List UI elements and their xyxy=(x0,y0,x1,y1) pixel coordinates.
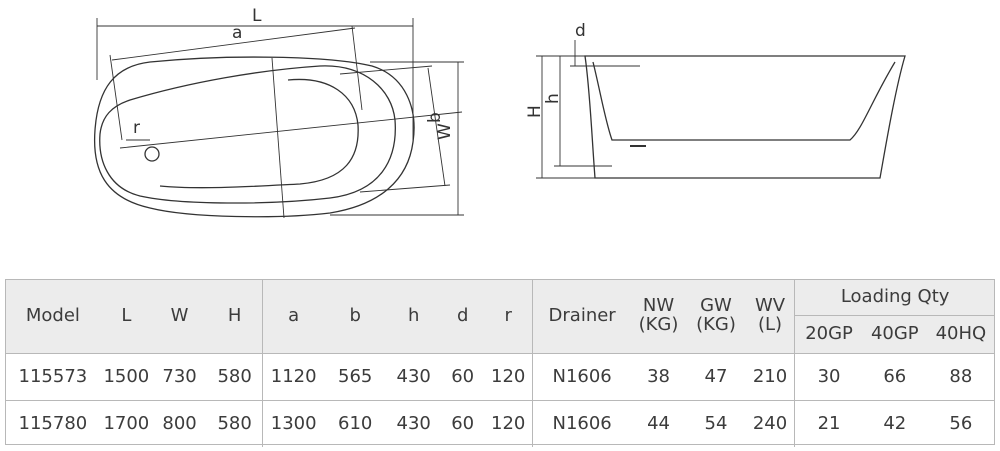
hdr-wv-unit: (L) xyxy=(757,314,783,335)
label-a: a xyxy=(232,23,242,43)
cell-L: 1700 xyxy=(100,400,152,447)
cell-drainer: N1606 xyxy=(532,353,631,401)
label-H: H xyxy=(525,105,545,118)
hdr-model: Model xyxy=(5,279,101,354)
cell-drainer: N1606 xyxy=(532,400,631,447)
cell-r: 120 xyxy=(483,353,534,401)
label-b: b xyxy=(425,112,445,123)
cell-H: 580 xyxy=(207,353,264,401)
dim-b-ext-top xyxy=(339,65,433,75)
label-h: h xyxy=(543,93,563,104)
cell-h: 430 xyxy=(386,400,442,447)
cell-40hq: 88 xyxy=(926,353,995,401)
label-L: L xyxy=(252,6,262,26)
cell-wv: 240 xyxy=(745,400,796,447)
hdr-loading-qty: Loading Qty xyxy=(794,279,995,316)
dim-a-ext-left xyxy=(109,54,123,141)
cell-h: 430 xyxy=(386,353,442,401)
hdr-40gp: 40GP xyxy=(862,315,927,354)
dim-a-line xyxy=(111,27,356,61)
cell-b: 610 xyxy=(324,400,387,447)
hdr-gw-label: GW xyxy=(700,295,732,317)
cell-20gp: 21 xyxy=(794,400,863,447)
cell-40hq: 56 xyxy=(926,400,995,447)
header-row-2: 20GP 40GP 40HQ xyxy=(5,315,995,354)
top-view-dimension-labels: L a b W r xyxy=(133,6,455,140)
cell-gw: 54 xyxy=(686,400,746,447)
tub-outer-rim xyxy=(93,56,415,218)
label-r: r xyxy=(133,118,140,138)
cell-a: 1120 xyxy=(262,353,325,401)
cell-gw: 47 xyxy=(686,353,746,401)
header-row-1: Model L W H a b h d r Drainer NW(KG) GW(… xyxy=(5,279,995,354)
axis-line-long xyxy=(119,111,463,149)
hdr-L: L xyxy=(100,279,152,354)
hdr-h: h xyxy=(386,279,442,354)
top-view xyxy=(93,18,464,219)
hdr-H: H xyxy=(207,279,264,354)
spec-table: Model L W H a b h d r Drainer NW(KG) GW(… xyxy=(5,279,995,447)
hdr-wv-label: WV xyxy=(754,295,786,317)
label-d: d xyxy=(575,21,586,41)
cell-40gp: 42 xyxy=(862,400,927,447)
technical-drawings: L a b W r d h H xyxy=(93,6,906,219)
dim-a-ext-right xyxy=(351,25,363,111)
hdr-nw: NW(KG) xyxy=(630,279,687,354)
hdr-nw-unit: (KG) xyxy=(638,314,679,335)
cell-20gp: 30 xyxy=(794,353,863,401)
hdr-r: r xyxy=(483,279,534,354)
dim-b-line xyxy=(427,67,446,187)
cell-d: 60 xyxy=(441,353,484,401)
cell-W: 800 xyxy=(151,400,208,447)
drain-hole xyxy=(144,146,160,162)
cell-d: 60 xyxy=(441,400,484,447)
hdr-W: W xyxy=(151,279,208,354)
axis-line-cross xyxy=(271,57,285,219)
side-view-dimension-labels: d h H xyxy=(525,21,586,118)
label-W: W xyxy=(435,123,455,140)
table-row: 115780 1700 800 580 1300 610 430 60 120 … xyxy=(5,400,995,447)
hdr-nw-label: NW xyxy=(642,295,675,317)
cell-40gp: 66 xyxy=(862,353,927,401)
hdr-drainer: Drainer xyxy=(532,279,631,354)
hdr-gw: GW(KG) xyxy=(686,279,746,354)
cell-nw: 38 xyxy=(630,353,687,401)
cell-W: 730 xyxy=(151,353,208,401)
dim-b-ext-bottom xyxy=(359,184,451,193)
cell-b: 565 xyxy=(324,353,387,401)
cell-r: 120 xyxy=(483,400,534,447)
table-row: 115573 1500 730 580 1120 565 430 60 120 … xyxy=(5,353,995,401)
side-view xyxy=(536,40,906,179)
side-outer-profile xyxy=(584,55,906,179)
cell-a: 1300 xyxy=(262,400,325,447)
hdr-20gp: 20GP xyxy=(794,315,863,354)
cell-wv: 210 xyxy=(745,353,796,401)
tub-inner-basin xyxy=(99,65,396,204)
side-inner-profile xyxy=(592,61,896,141)
cell-nw: 44 xyxy=(630,400,687,447)
hdr-a: a xyxy=(262,279,325,354)
hdr-d: d xyxy=(441,279,484,354)
cell-H: 580 xyxy=(207,400,264,447)
hdr-wv: WV(L) xyxy=(745,279,796,354)
hdr-gw-unit: (KG) xyxy=(696,314,736,335)
hdr-b: b xyxy=(324,279,387,354)
cell-L: 1500 xyxy=(100,353,152,401)
cell-model: 115780 xyxy=(5,400,101,447)
cell-model: 115573 xyxy=(5,353,101,401)
hdr-40hq: 40HQ xyxy=(926,315,995,354)
tub-bowl-line xyxy=(159,78,359,189)
